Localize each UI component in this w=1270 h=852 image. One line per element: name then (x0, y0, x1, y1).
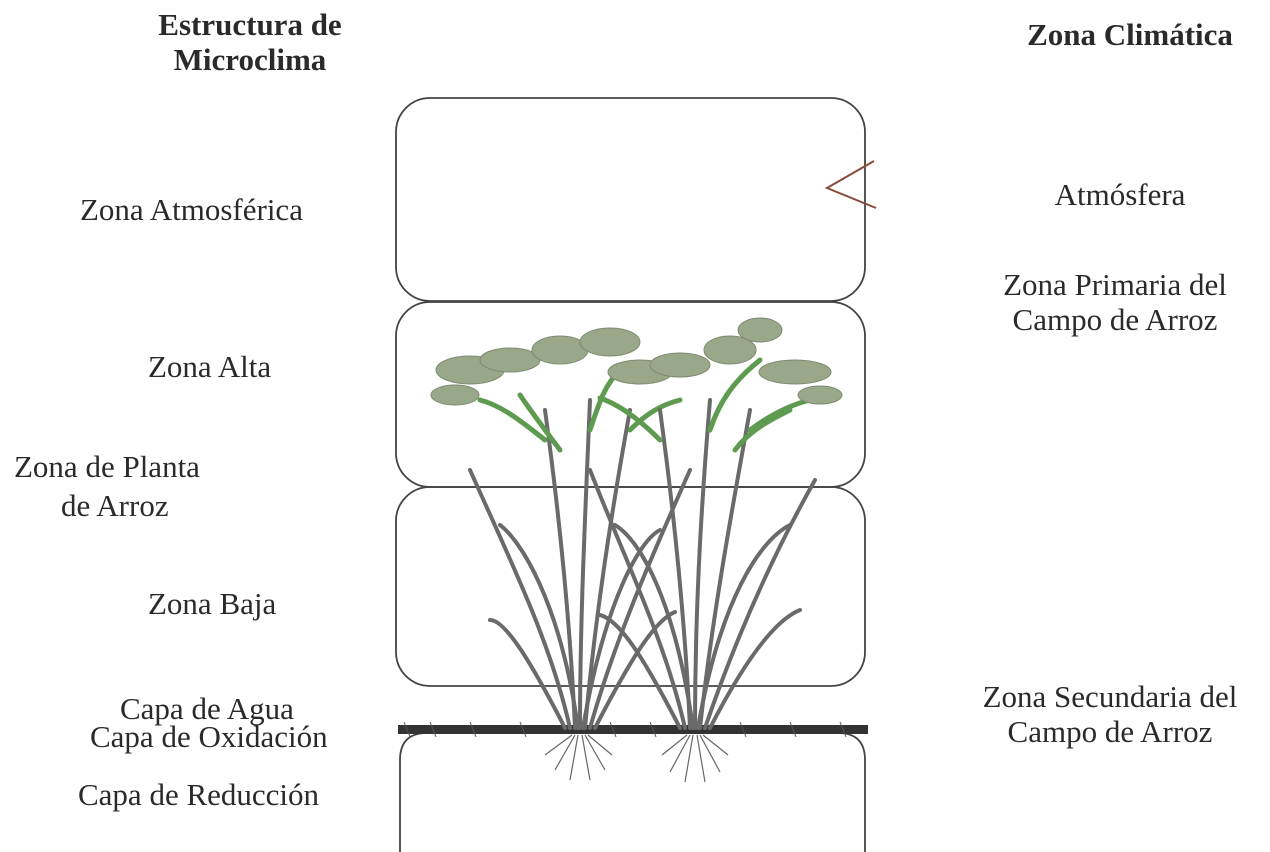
label-zona-secundaria-line2: Campo de Arroz (1007, 713, 1213, 749)
brace-icon (824, 160, 877, 209)
label-zona-primaria-line2: Campo de Arroz (1012, 301, 1218, 337)
box-zona-baja (395, 486, 866, 687)
rice-panicle-left (430, 327, 673, 406)
rice-roots-right (661, 734, 729, 783)
rice-plant-right (588, 317, 843, 783)
soil-surface (398, 725, 868, 734)
label-zona-secundaria: Zona Secundaria del Campo de Arroz (950, 679, 1270, 749)
label-capa-agua: Capa de Agua (120, 691, 294, 726)
label-zona-planta-line1: Zona de Planta (14, 449, 200, 484)
label-atmosfera: Atmósfera (1054, 177, 1186, 212)
rice-plant-left (430, 327, 692, 781)
box-capa-suelo (399, 732, 866, 852)
label-zona-planta-line2: de Arroz (61, 488, 169, 523)
label-capa-reduccion: Capa de Reducción (78, 777, 320, 812)
label-capa-oxidacion: Capa de Oxidación (90, 719, 328, 754)
right-header: Zona Climática (1027, 17, 1233, 52)
rice-roots-left (544, 734, 613, 781)
label-zona-primaria-line1: Zona Primaria del (1003, 267, 1227, 302)
label-zona-atmosferica: Zona Atmosférica (80, 192, 303, 227)
left-header-line2: Microclima (173, 41, 327, 77)
label-zona-secundaria-line1: Zona Secundaria del (982, 679, 1238, 714)
left-header: Estructura de Microclima (120, 7, 380, 77)
box-zona-atmosferica (395, 97, 866, 302)
label-zona-baja: Zona Baja (148, 586, 277, 621)
soil-texture (403, 721, 847, 738)
rice-panicle-right (649, 317, 843, 405)
label-zona-alta: Zona Alta (148, 349, 272, 384)
left-header-line1: Estructura de (158, 7, 342, 42)
label-zona-primaria: Zona Primaria del Campo de Arroz (965, 267, 1265, 337)
